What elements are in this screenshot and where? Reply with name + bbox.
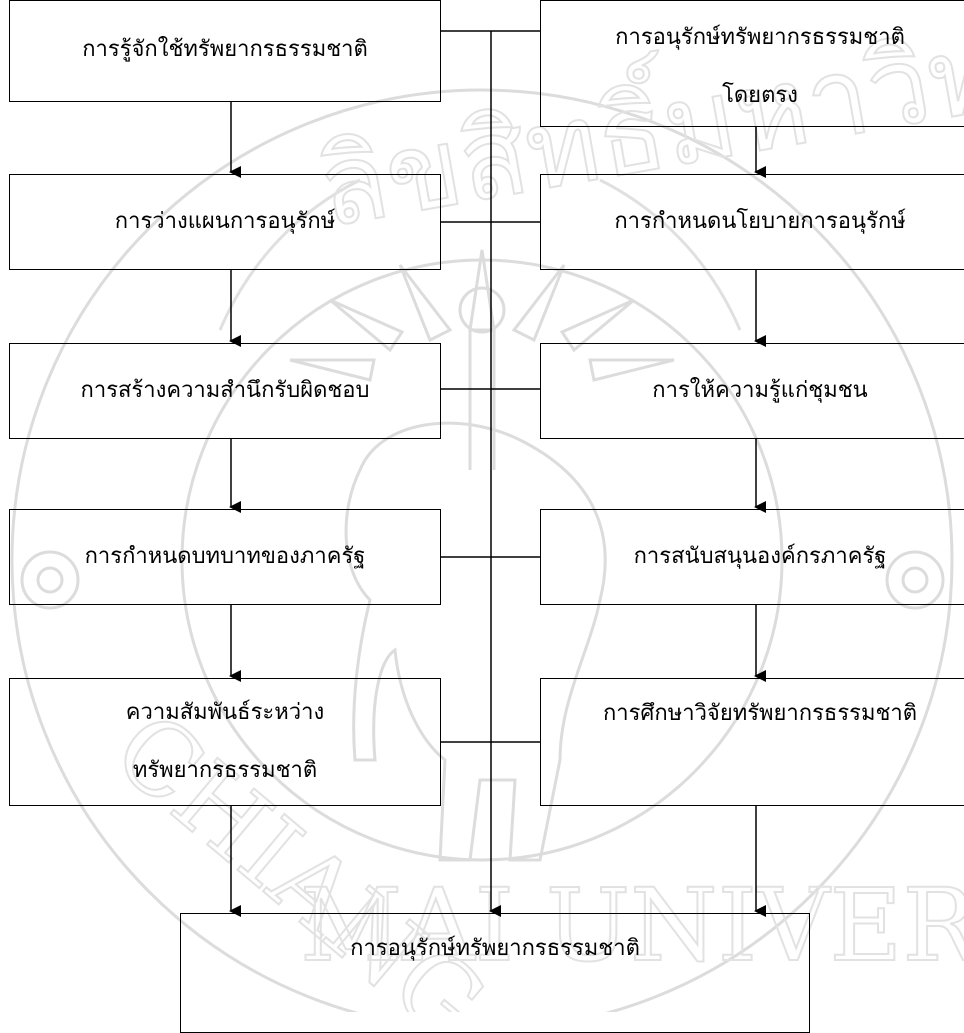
university-seal-watermark: ลิขสิทธิ์มหาวิทยาลัยเชียงใหม่ CHIANG MAI… (10, 0, 964, 1012)
box-resource-conservation-result: การอนุรักษ์ทรัพยากรธรรมชาติ (180, 913, 810, 1033)
box-government-role: การกำหนดบทบาทของภาครัฐ (9, 509, 441, 605)
box-community-education: การให้ความรู้แก่ชุมชน (540, 343, 964, 439)
box-label-line-2: โดยตรง (722, 83, 798, 108)
box-label: การรู้จักใช้ทรัพยากรธรรมชาติ (82, 37, 368, 62)
box-government-support: การสนับสนุนองค์กรภาครัฐ (540, 509, 964, 605)
box-label: การสนับสนุนองค์กรภาครัฐ (633, 544, 887, 569)
box-label: การอนุรักษ์ทรัพยากรธรรมชาติ (350, 936, 640, 961)
box-direct-conservation: การอนุรักษ์ทรัพยากรธรรมชาติ โดยตรง (540, 0, 964, 127)
flowchart: ลิขสิทธิ์มหาวิทยาลัยเชียงใหม่ CHIANG MAI… (9, 0, 964, 1033)
box-label: การศึกษาวิจัยทรัพยากรธรรมชาติ (602, 701, 918, 726)
box-label-line-2: ทรัพยากรธรรมชาติ (132, 758, 318, 783)
box-label: การกำหนดนโยบายการอนุรักษ์ (614, 209, 906, 234)
connector-lines (229, 30, 766, 917)
box-responsibility-awareness: การสร้างความสำนึกรับผิดชอบ (9, 343, 441, 439)
box-label: การให้ความรู้แก่ชุมชน (652, 378, 868, 403)
box-resource-relationships: ความสัมพันธ์ระหว่าง ทรัพยากรธรรมชาติ (9, 678, 441, 806)
box-label: การสร้างความสำนึกรับผิดชอบ (80, 378, 370, 403)
box-conservation-policy: การกำหนดนโยบายการอนุรักษ์ (540, 174, 964, 270)
box-label: การว่างแผนการอนุรักษ์ (114, 209, 336, 234)
box-resource-research: การศึกษาวิจัยทรัพยากรธรรมชาติ (540, 678, 964, 806)
box-label-line-1: ความสัมพันธ์ระหว่าง (125, 700, 325, 725)
box-resource-use-awareness: การรู้จักใช้ทรัพยากรธรรมชาติ (9, 0, 441, 102)
box-label-line-1: การอนุรักษ์ทรัพยากรธรรมชาติ (615, 25, 905, 50)
box-label: การกำหนดบทบาทของภาครัฐ (84, 544, 366, 569)
box-conservation-planning: การว่างแผนการอนุรักษ์ (9, 174, 441, 270)
watermark-english-text-bottom: MAI UNIVERSITY (300, 867, 964, 984)
